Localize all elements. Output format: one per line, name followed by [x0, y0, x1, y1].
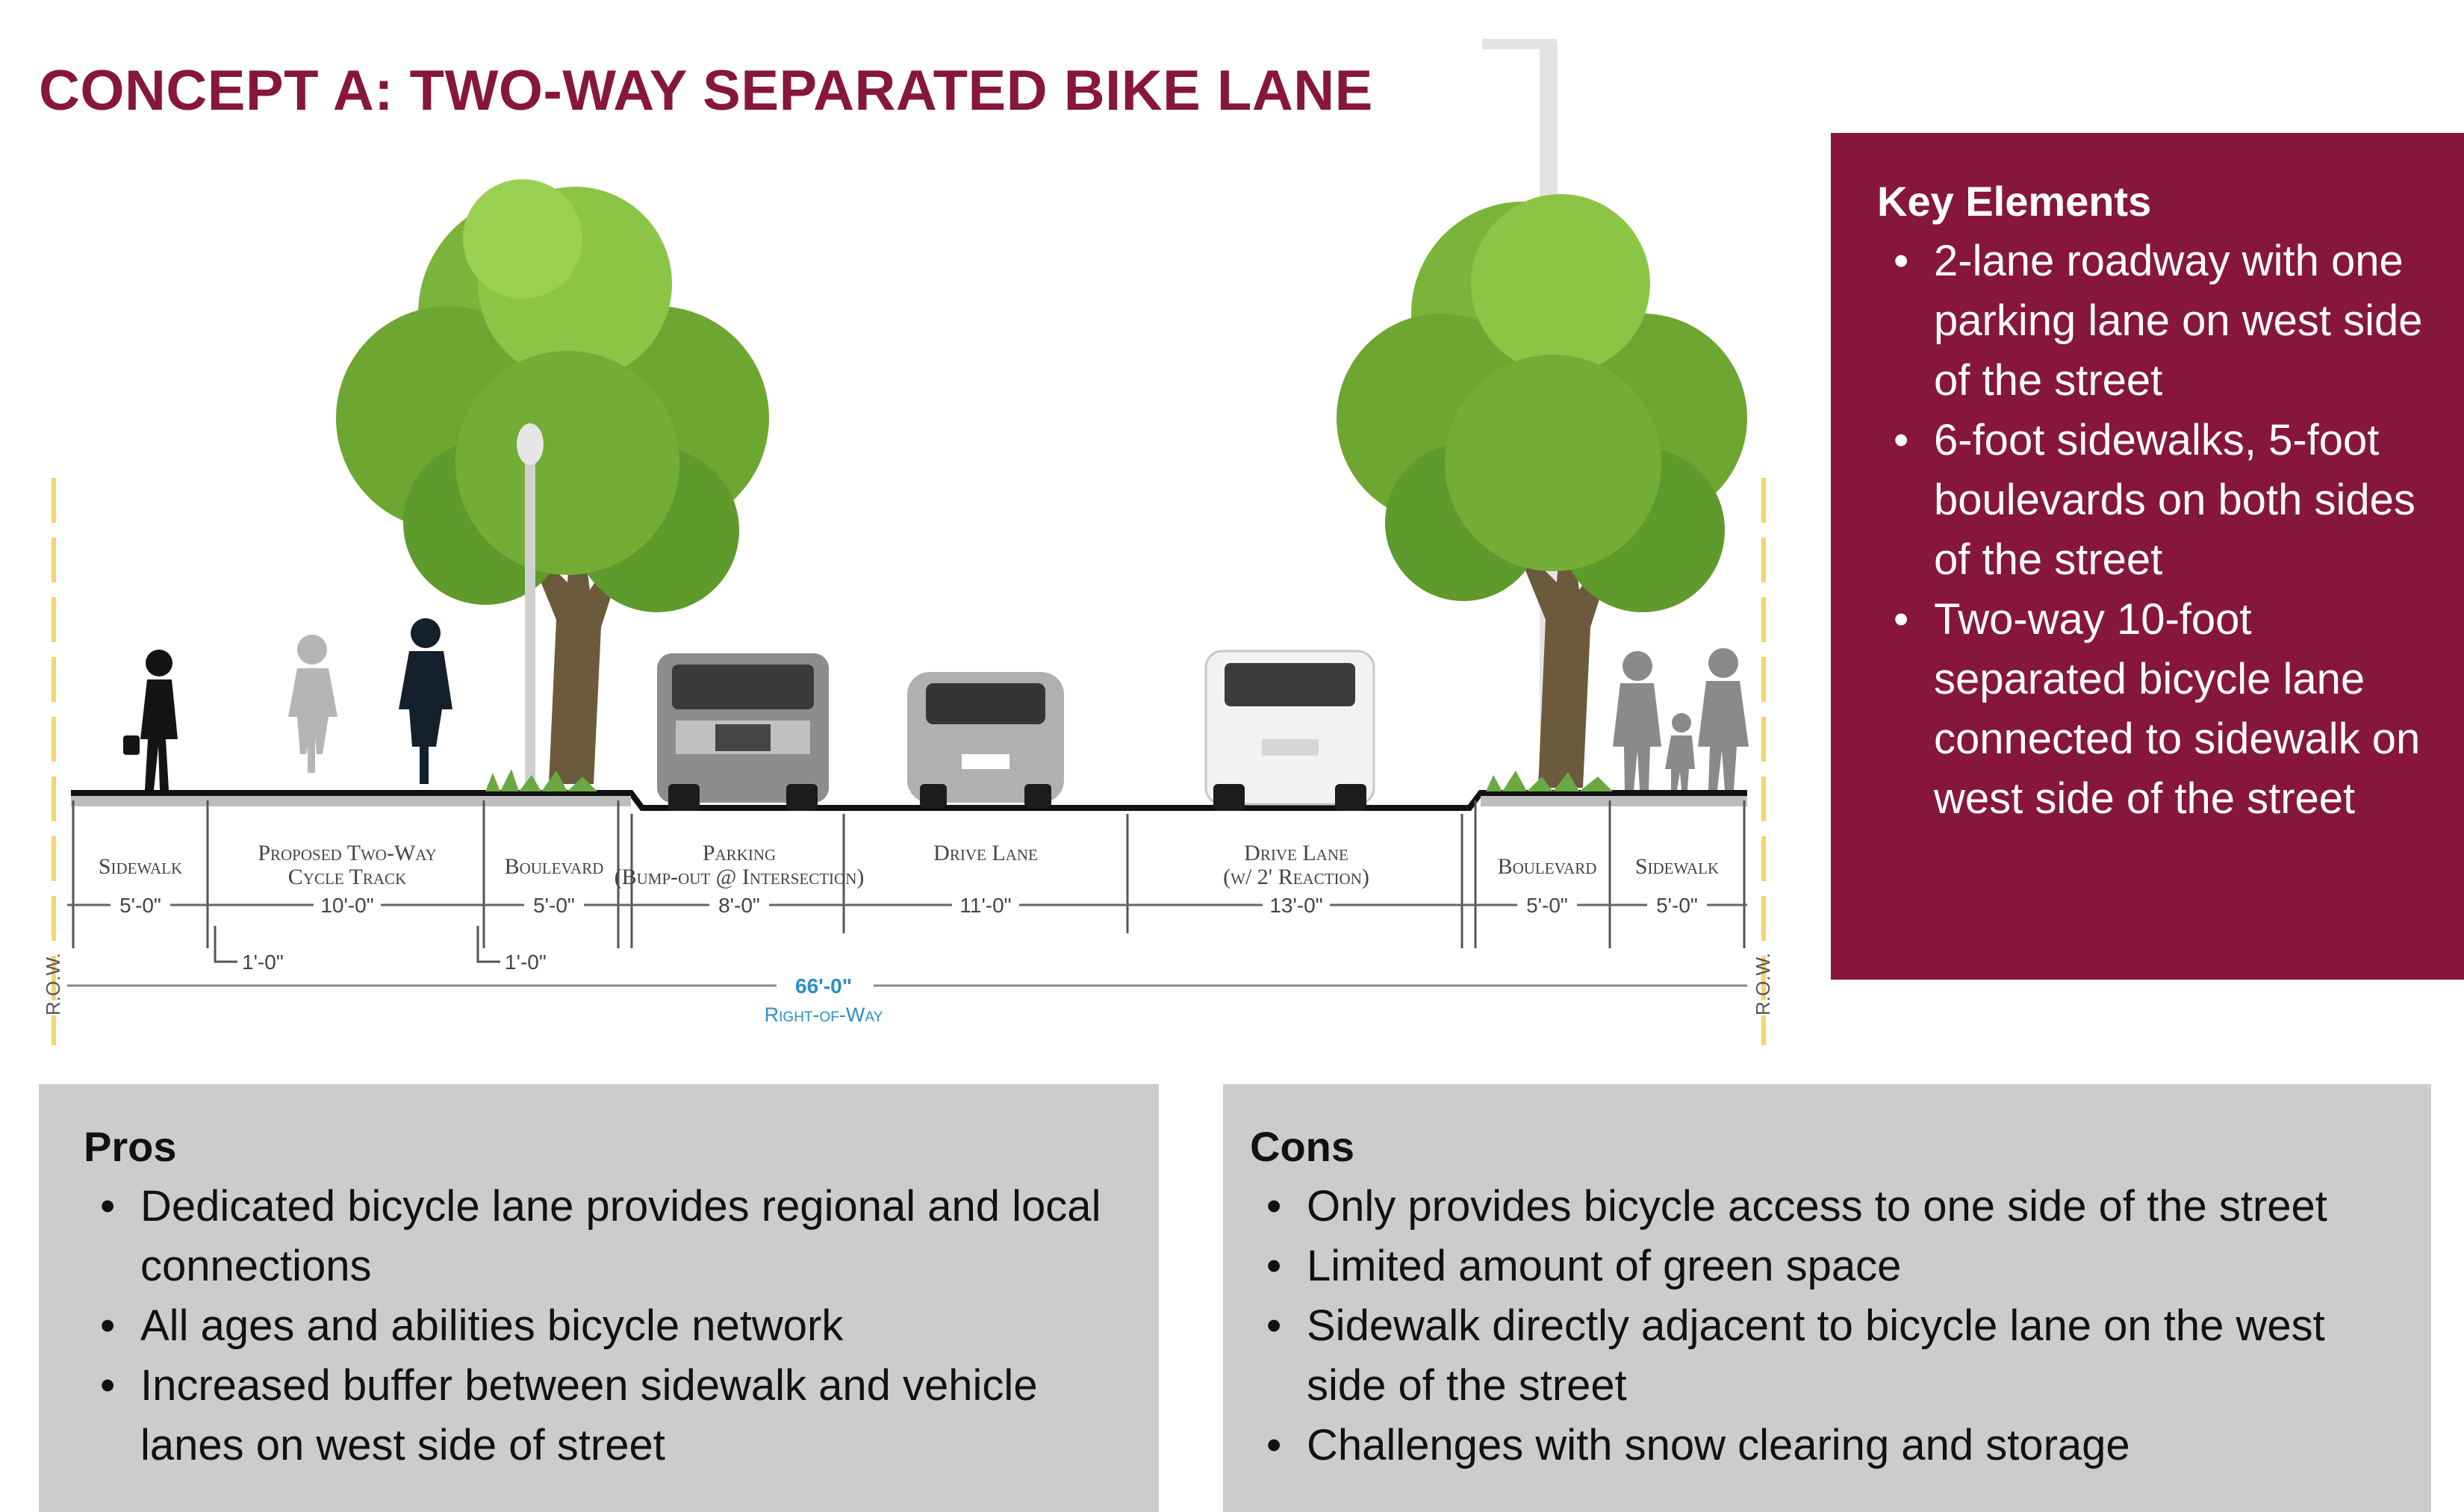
row-marker-left: R.O.W. — [42, 953, 64, 1015]
pedestrian-icon — [123, 650, 178, 790]
segment-label-boulevard-west: Boulevard — [505, 854, 604, 879]
cons-item: Challenges with snow clearing and storag… — [1250, 1416, 2409, 1475]
segment-label-parking-1: Parking — [703, 841, 776, 865]
key-element-item: 2-lane roadway with one parking lane on … — [1877, 231, 2434, 411]
ground-profile — [71, 790, 1747, 811]
pros-heading: Pros — [84, 1123, 177, 1170]
buffer-callouts — [214, 926, 500, 963]
segment-label-cycle-track-1: Proposed Two-Way — [258, 841, 436, 865]
dimension-parking: 8'-0" — [718, 894, 760, 917]
grass-icon — [485, 769, 1613, 791]
key-elements-list: 2-lane roadway with one parking lane on … — [1877, 231, 2434, 829]
segment-label-sidewalk-east: Sidewalk — [1635, 854, 1719, 879]
page-title: CONCEPT A: TWO-WAY SEPARATED BIKE LANE — [39, 59, 1373, 122]
pros-list: Dedicated bicycle lane provides regional… — [84, 1177, 1136, 1475]
cons-item: Only provides bicycle access to one side… — [1250, 1177, 2409, 1236]
segment-label-boulevard-east: Boulevard — [1498, 854, 1597, 879]
row-total-dimension: 66'-0" — [795, 974, 852, 998]
cyclist-icon-dark — [399, 618, 452, 784]
dimension-boulevard-east: 5'-0" — [1526, 894, 1568, 917]
row-marker-right: R.O.W. — [1752, 953, 1774, 1015]
pros-panel: Pros Dedicated bicycle lane provides reg… — [39, 1084, 1159, 1512]
tree-icon-right — [1337, 194, 1747, 788]
pros-item: All ages and abilities bicycle network — [84, 1296, 1136, 1356]
lamp-post-icon — [517, 423, 544, 784]
buffer-dimension-1: 1'-0" — [242, 951, 284, 974]
segment-label-cycle-track-2: Cycle Track — [288, 865, 406, 889]
key-element-item: 6-foot sidewalks, 5-foot boulevards on b… — [1877, 411, 2434, 590]
key-elements-panel: Key Elements 2-lane roadway with one par… — [1831, 133, 2464, 980]
street-cross-section: Sidewalk Proposed Two-Way Cycle Track Bo… — [42, 39, 1774, 1045]
segment-label-drive-lane-2: Drive Lane — [1244, 841, 1348, 865]
pros-item: Dedicated bicycle lane provides regional… — [84, 1177, 1136, 1296]
dimension-values: 5'-0" 10'-0" 5'-0" 8'-0" 11'-0" 13'-0" 5… — [111, 893, 1707, 917]
dimension-drive-lane-2: 13'-0" — [1269, 894, 1322, 917]
dimension-sidewalk-east: 5'-0" — [1656, 894, 1698, 917]
cons-heading: Cons — [1250, 1123, 1354, 1170]
segment-label-drive-lane-1: Drive Lane — [933, 841, 1038, 865]
dimension-boulevard-west: 5'-0" — [533, 894, 575, 917]
jeep-icon — [657, 653, 829, 811]
cons-item: Sidewalk directly adjacent to bicycle la… — [1250, 1296, 2409, 1416]
segment-label-parking-2: (Bump-out @ Intersection) — [615, 865, 865, 889]
buffer-dimension-2: 1'-0" — [505, 951, 547, 974]
compact-car-icon — [907, 672, 1064, 808]
pros-item: Increased buffer between sidewalk and ve… — [84, 1356, 1136, 1475]
segment-dividers — [72, 800, 1746, 948]
cyclist-icon-gray — [288, 635, 337, 773]
segment-label-drive-lane-2-note: (w/ 2' Reaction) — [1223, 865, 1369, 889]
segment-label-sidewalk-west: Sidewalk — [99, 854, 182, 879]
dimension-sidewalk-west: 5'-0" — [119, 894, 161, 917]
cons-panel: Cons Only provides bicycle access to one… — [1223, 1084, 2431, 1512]
dimension-drive-lane-1: 11'-0" — [959, 894, 1011, 917]
family-pedestrians-icon — [1613, 648, 1749, 790]
cons-item: Limited amount of green space — [1250, 1236, 2409, 1296]
key-elements-heading: Key Elements — [1877, 178, 2152, 225]
key-element-item: Two-way 10-foot separated bicycle lane c… — [1877, 590, 2434, 829]
row-total-label: Right-of-Way — [765, 1004, 883, 1026]
dimension-cycle-track: 10'-0" — [320, 894, 373, 917]
cons-list: Only provides bicycle access to one side… — [1250, 1177, 2409, 1475]
suv-icon — [1204, 650, 1375, 811]
